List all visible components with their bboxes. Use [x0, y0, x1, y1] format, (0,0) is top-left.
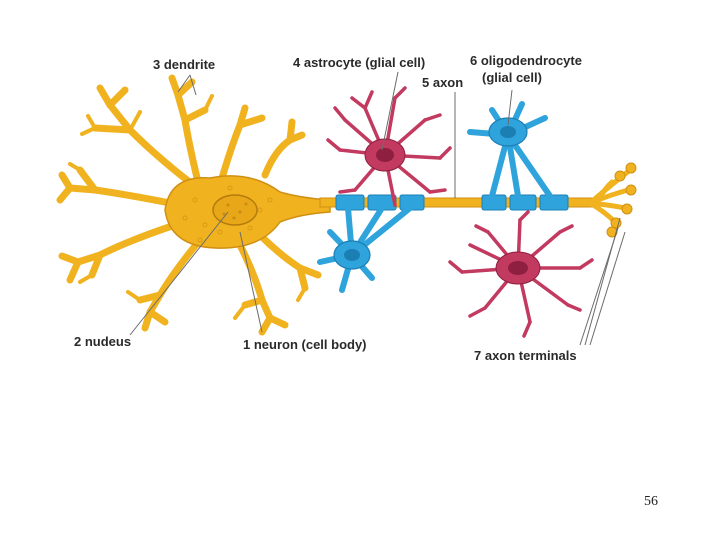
nucleus	[213, 195, 257, 225]
label-axon-terminals: 7 axon terminals	[474, 348, 577, 363]
oligodendrocyte-lower	[320, 208, 410, 290]
astrocyte-lower	[450, 212, 592, 336]
oligodendrocyte-upper	[470, 104, 550, 196]
label-neuron-cell-body: 1 neuron (cell body)	[243, 337, 367, 352]
label-astrocyte: 4 astrocyte (glial cell)	[293, 55, 425, 70]
page-number: 56	[644, 494, 658, 510]
label-nucleus: 2 nudeus	[74, 334, 131, 349]
label-axon: 5 axon	[422, 75, 463, 90]
label-oligodendrocyte-1: 6 oligodendrocyte	[470, 53, 582, 68]
label-oligodendrocyte-2: (glial cell)	[482, 70, 542, 85]
astrocyte-upper	[328, 88, 450, 205]
label-dendrite: 3 dendrite	[153, 57, 215, 72]
